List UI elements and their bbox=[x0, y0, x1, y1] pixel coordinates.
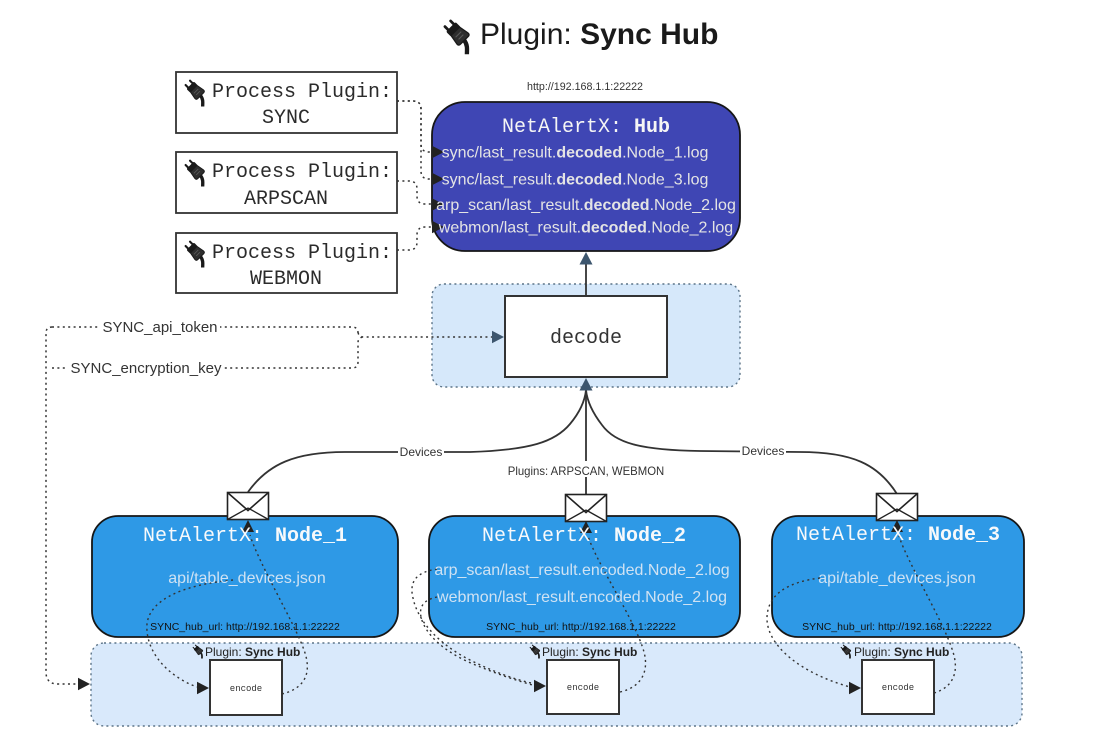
svg-text:decode: decode bbox=[550, 327, 622, 350]
svg-text:http://192.168.1.1:22222: http://192.168.1.1:22222 bbox=[527, 81, 643, 93]
svg-text:api/table_devices.json: api/table_devices.json bbox=[818, 570, 975, 587]
svg-text:SYNC_encryption_key: SYNC_encryption_key bbox=[71, 360, 222, 377]
svg-text:NetAlertX: Node_3: NetAlertX: Node_3 bbox=[796, 524, 1000, 547]
svg-text:encode: encode bbox=[230, 684, 262, 694]
svg-text:encode: encode bbox=[567, 683, 599, 693]
svg-text:NetAlertX: Node_1: NetAlertX: Node_1 bbox=[143, 525, 347, 548]
svg-text:Plugin: Sync Hub: Plugin: Sync Hub bbox=[542, 645, 637, 659]
svg-text:webmon/last_result.decoded.Nod: webmon/last_result.decoded.Node_2.log bbox=[438, 220, 733, 237]
svg-text:Devices: Devices bbox=[400, 445, 443, 459]
svg-text:Plugin: Sync Hub: Plugin: Sync Hub bbox=[205, 645, 300, 659]
svg-text:Plugin: Sync Hub: Plugin: Sync Hub bbox=[480, 18, 718, 51]
svg-text:arp_scan/last_result.encoded.N: arp_scan/last_result.encoded.Node_2.log bbox=[434, 562, 729, 579]
svg-text:SYNC_api_token: SYNC_api_token bbox=[102, 319, 217, 336]
svg-text:sync/last_result.decoded.Node_: sync/last_result.decoded.Node_1.log bbox=[442, 145, 709, 162]
svg-text:arp_scan/last_result.decoded.N: arp_scan/last_result.decoded.Node_2.log bbox=[436, 197, 736, 214]
svg-text:Plugin: Sync Hub: Plugin: Sync Hub bbox=[854, 645, 949, 659]
svg-text:ARPSCAN: ARPSCAN bbox=[244, 188, 328, 211]
svg-text:Process Plugin:: Process Plugin: bbox=[212, 81, 392, 104]
svg-text:api/table_devices.json: api/table_devices.json bbox=[168, 570, 325, 587]
svg-text:Process Plugin:: Process Plugin: bbox=[212, 161, 392, 184]
svg-text:Process Plugin:: Process Plugin: bbox=[212, 242, 392, 265]
svg-text:webmon/last_result.encoded.Nod: webmon/last_result.encoded.Node_2.log bbox=[436, 589, 727, 606]
svg-text:NetAlertX: Node_2: NetAlertX: Node_2 bbox=[482, 525, 686, 548]
svg-text:Devices: Devices bbox=[742, 444, 785, 458]
svg-text:encode: encode bbox=[882, 683, 914, 693]
svg-text:SYNC_hub_url: http://192.168.1: SYNC_hub_url: http://192.168.1.1:22222 bbox=[150, 621, 340, 633]
svg-text:SYNC_hub_url: http://192.168.1: SYNC_hub_url: http://192.168.1.1:22222 bbox=[486, 621, 676, 633]
svg-text:NetAlertX: Hub: NetAlertX: Hub bbox=[502, 116, 670, 139]
svg-text:WEBMON: WEBMON bbox=[250, 268, 322, 291]
svg-text:sync/last_result.decoded.Node_: sync/last_result.decoded.Node_3.log bbox=[442, 172, 709, 189]
svg-text:SYNC_hub_url: http://192.168.1: SYNC_hub_url: http://192.168.1.1:22222 bbox=[802, 621, 992, 633]
svg-text:Plugins: ARPSCAN, WEBMON: Plugins: ARPSCAN, WEBMON bbox=[508, 464, 665, 478]
svg-text:SYNC: SYNC bbox=[262, 107, 310, 130]
